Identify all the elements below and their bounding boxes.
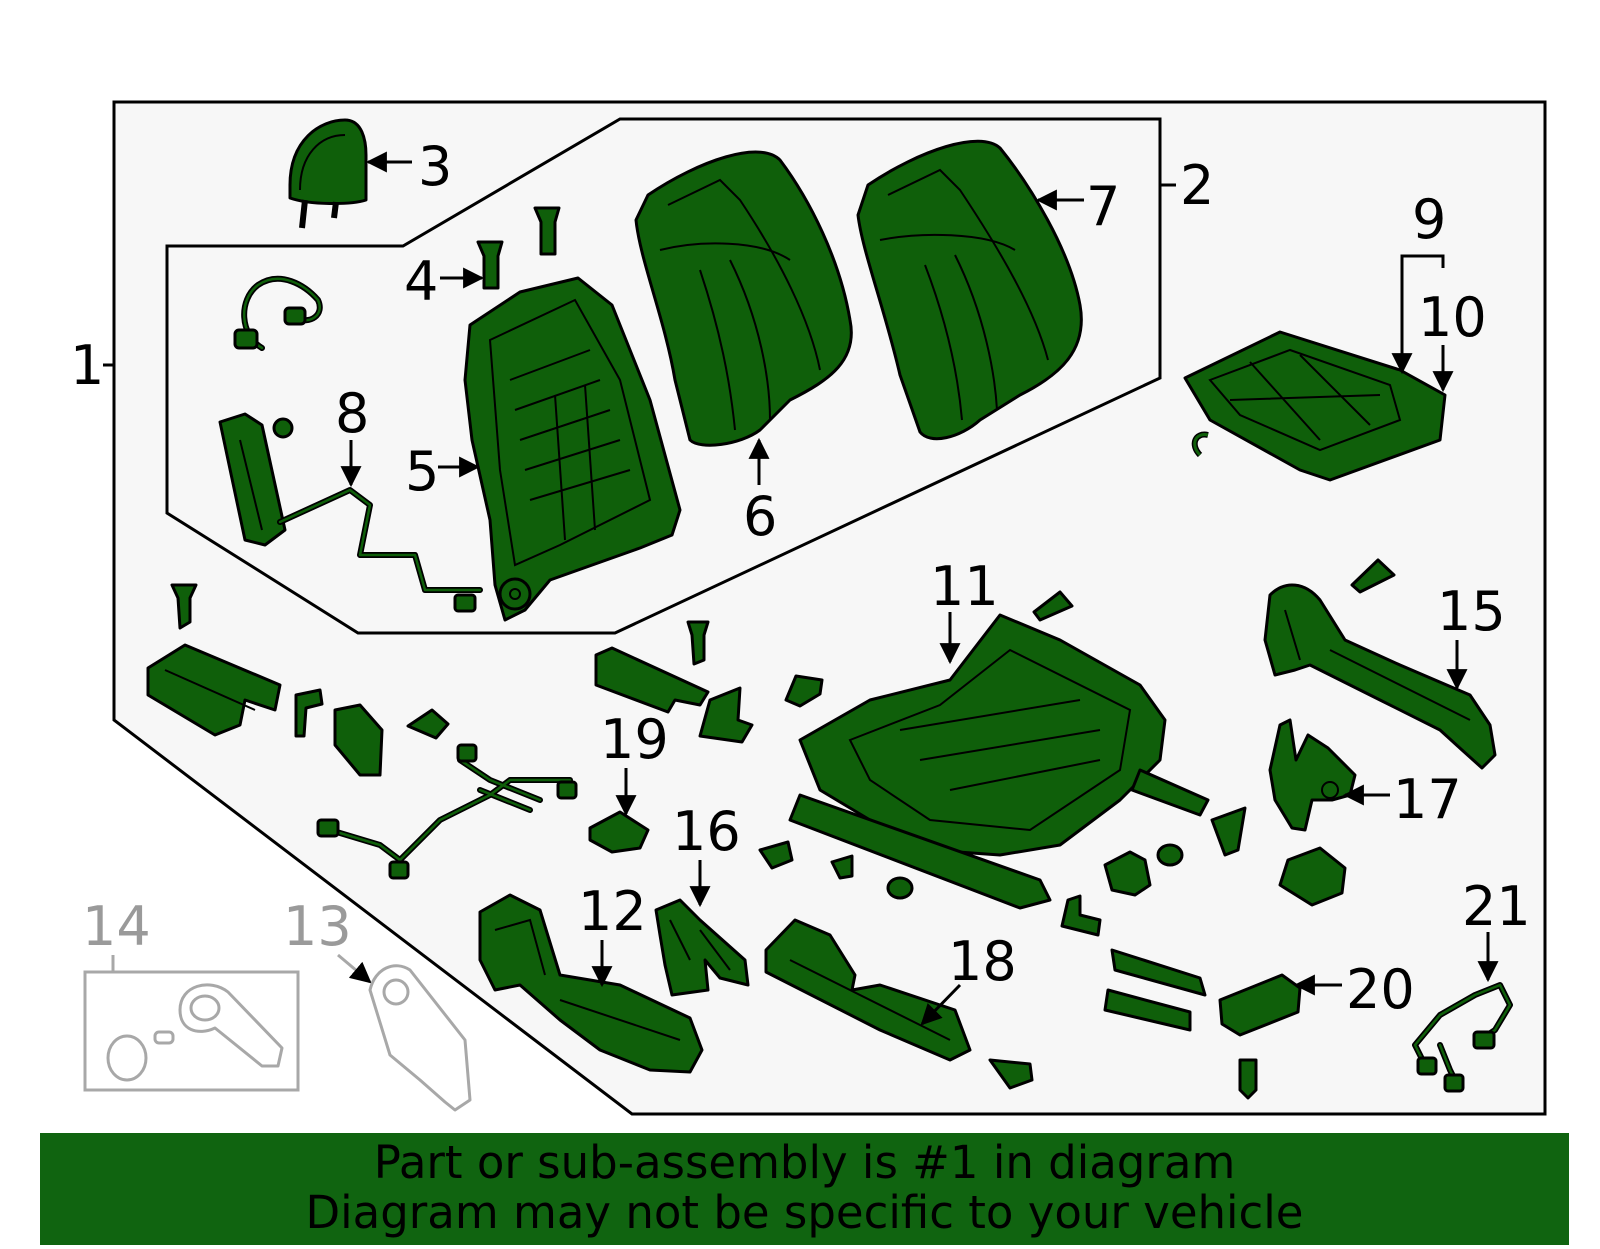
callout-1: 1 (70, 334, 114, 397)
side-airbag-part (218, 412, 294, 547)
callout-3: 3 (365, 135, 452, 198)
svg-text:4: 4 (404, 250, 438, 313)
svg-text:20: 20 (1346, 958, 1415, 1021)
control-module-part (1218, 973, 1302, 1037)
seat-back-wiring-part (277, 487, 483, 613)
callout-20: 20 (1293, 958, 1415, 1021)
seat-back-subassembly-outline (165, 117, 1162, 635)
banner-line-2: Diagram may not be specific to your vehi… (305, 1186, 1304, 1239)
callout-18: 18 (920, 930, 1017, 1026)
svg-text:7: 7 (1086, 175, 1120, 238)
callout-5: 5 (405, 440, 481, 503)
callout-17: 17 (1342, 768, 1462, 831)
outer-side-cover-part (1263, 583, 1497, 770)
svg-text:10: 10 (1418, 286, 1487, 349)
callout-11: 11 (930, 555, 999, 665)
svg-text:21: 21 (1462, 875, 1531, 938)
svg-text:11: 11 (930, 555, 999, 618)
callout-14: 14 (82, 895, 151, 972)
svg-text:19: 19 (600, 708, 669, 771)
small-bracket-parts (294, 646, 1347, 1032)
cushion-wiring-part (316, 743, 578, 880)
callout-15: 15 (1437, 580, 1506, 691)
svg-text:6: 6 (743, 485, 777, 548)
seat-back-harness-part (233, 275, 323, 351)
side-shield-part (478, 893, 704, 1074)
svg-text:13: 13 (283, 895, 352, 958)
disclaimer-banner: Part or sub-assembly is #1 in diagram Di… (40, 1133, 1569, 1245)
callout-2: 2 (1160, 154, 1214, 217)
callout-12: 12 (578, 880, 647, 988)
svg-text:2: 2 (1180, 154, 1214, 217)
svg-text:15: 15 (1437, 580, 1506, 643)
svg-text:1: 1 (70, 334, 104, 397)
callout-8: 8 (335, 382, 369, 488)
hinge-bracket-part (1268, 718, 1357, 832)
svg-text:12: 12 (578, 880, 647, 943)
banner-line-1: Part or sub-assembly is #1 in diagram (373, 1136, 1236, 1189)
callout-7: 7 (1035, 175, 1120, 238)
svg-text:18: 18 (948, 930, 1017, 993)
callout-21: 21 (1462, 875, 1531, 983)
svg-text:5: 5 (405, 440, 439, 503)
inner-shield-part (764, 918, 972, 1062)
seat-harness-part (1412, 982, 1513, 1093)
seat-cushion-frame-part (788, 613, 1210, 910)
headrest-part (288, 118, 368, 229)
svg-text:17: 17 (1393, 768, 1462, 831)
seat-back-cover-part (856, 139, 1083, 441)
recliner-bracket-part (654, 898, 750, 997)
callout-9: 9 (1391, 188, 1446, 375)
screw-parts (170, 558, 1396, 1100)
callout-19: 19 (600, 708, 669, 817)
seat-cushion-part (1183, 330, 1447, 482)
svg-text:8: 8 (335, 382, 369, 445)
seat-back-pad-part (634, 150, 853, 447)
svg-text:3: 3 (418, 135, 452, 198)
svg-text:9: 9 (1412, 188, 1446, 251)
track-cover-part (146, 643, 282, 737)
svg-text:16: 16 (672, 800, 741, 863)
callout-10: 10 (1418, 286, 1487, 393)
seat-back-frame-part (463, 276, 682, 622)
callout-16: 16 (672, 800, 741, 908)
side-cover-ghost-part (368, 964, 472, 1112)
recliner-handle-ghost-part (83, 970, 300, 1092)
callout-13: 13 (283, 895, 372, 984)
callout-6: 6 (743, 437, 777, 548)
callout-4: 4 (404, 250, 485, 313)
svg-text:14: 14 (82, 895, 151, 958)
